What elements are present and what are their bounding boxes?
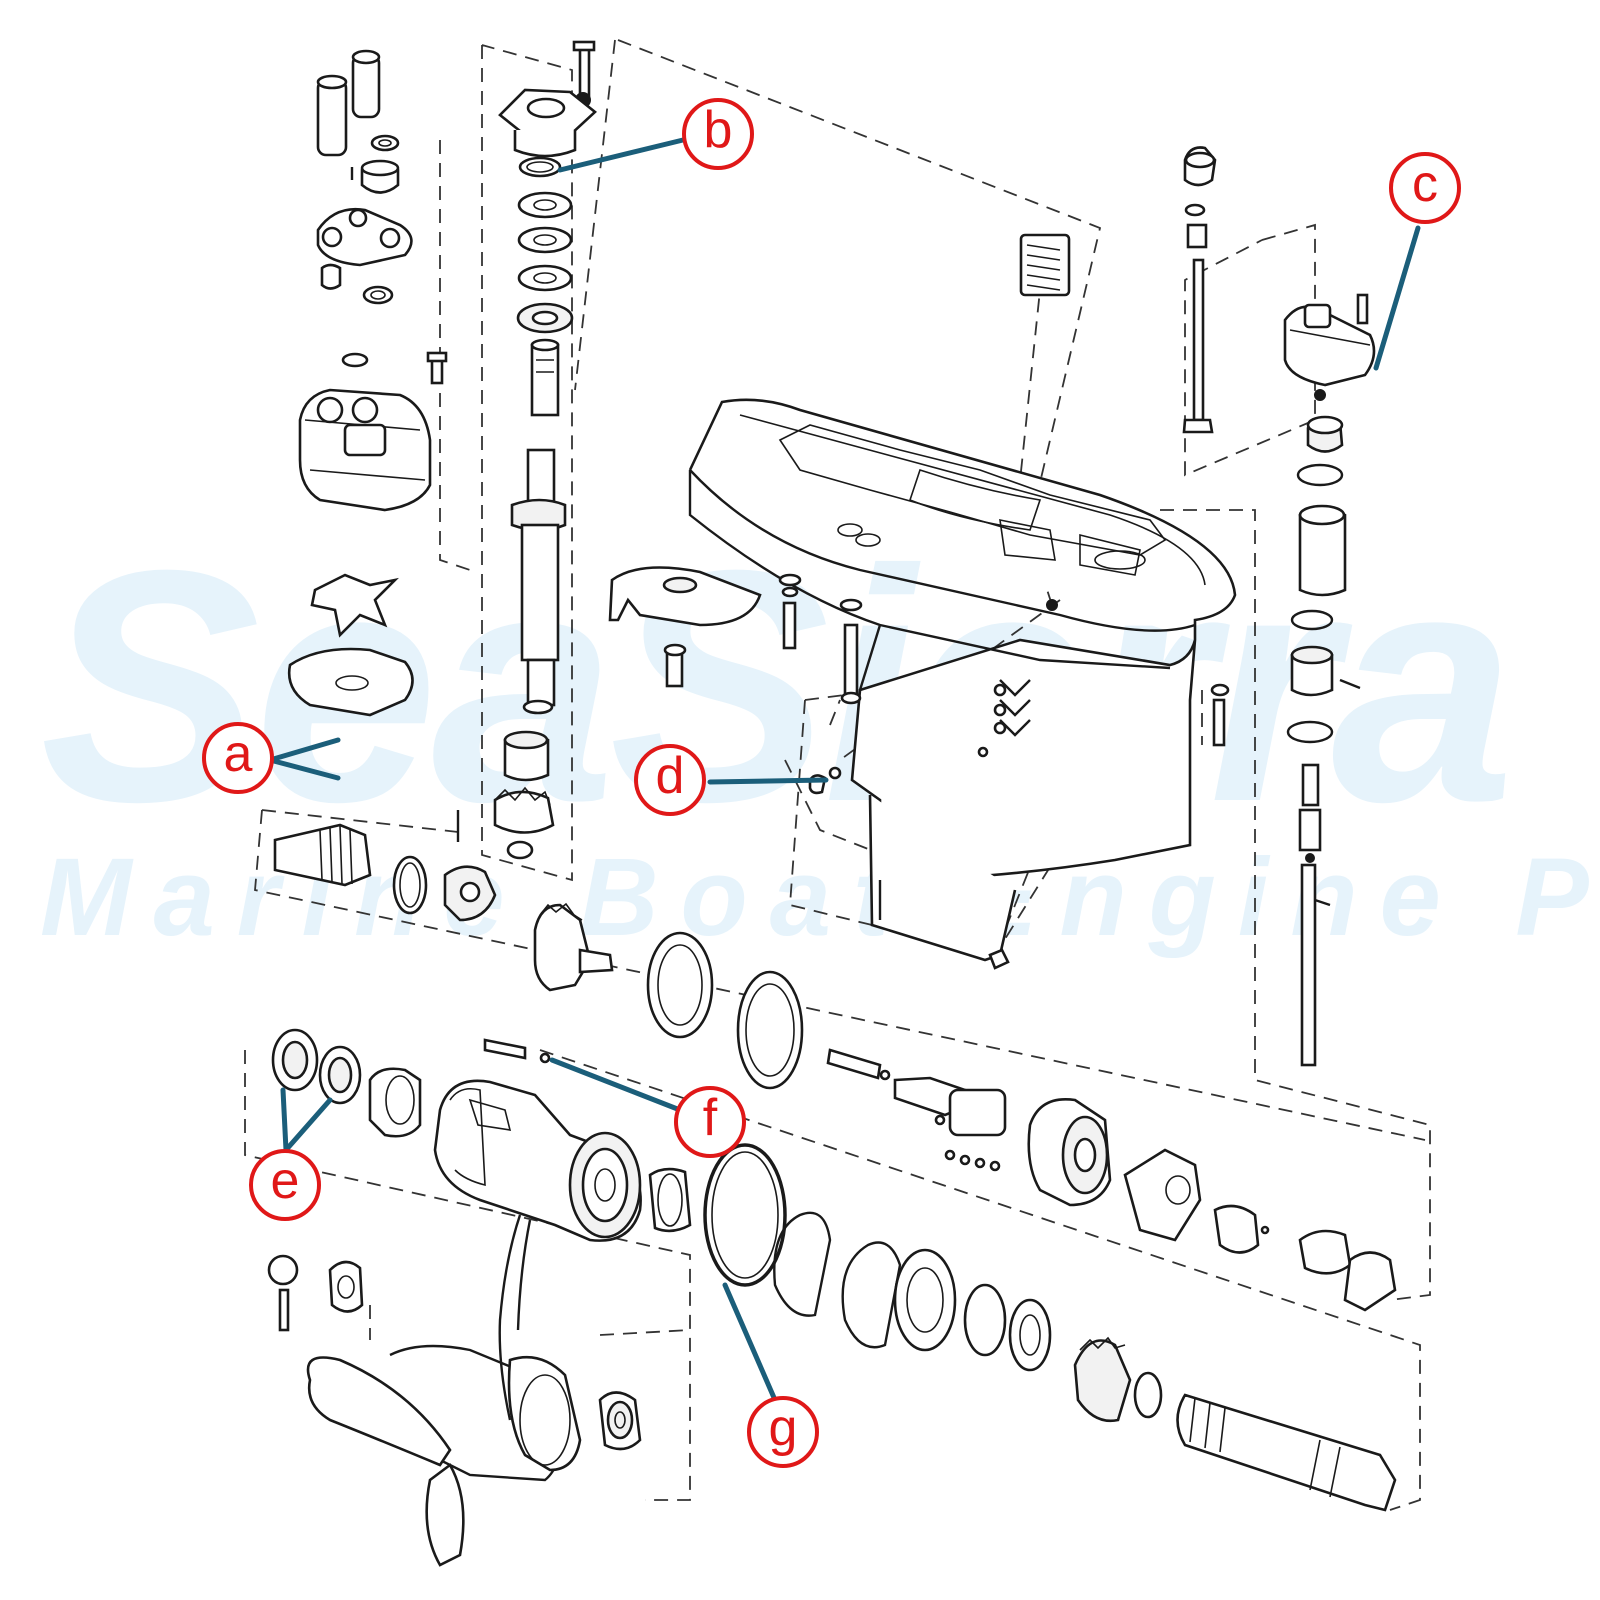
leader-lines [267,137,1421,1403]
callout-d: d [634,744,706,816]
callout-b: b [682,98,754,170]
callout-e-label: e [271,1152,300,1210]
trim-tab-and-bolts [608,233,1230,747]
callout-c: c [1389,152,1461,224]
callout-f: f [674,1086,746,1158]
callout-e: e [249,1149,321,1221]
callout-b-label: b [704,101,733,159]
pinion-gear-area [273,810,804,1090]
propeller [267,1214,642,1567]
callout-d-label: d [656,747,685,805]
shift-rod-assembly [1182,146,1376,1067]
seals-and-bearings [271,1028,422,1138]
retaining-rings [703,1143,1163,1423]
watermark-brand: SeaSierra [40,501,1509,870]
callout-g: g [747,1396,819,1468]
callout-f-label: f [703,1089,718,1147]
callout-c-label: c [1412,155,1438,213]
propeller-shaft-parts [826,1048,1397,1312]
propeller-shaft [1176,1393,1397,1512]
driveshaft-assembly [493,40,597,860]
callout-g-label: g [769,1399,798,1457]
callout-a-label: a [224,725,253,783]
callout-a: a [202,722,274,794]
bearing-carrier [433,1038,692,1242]
water-pump-assembly [287,49,448,717]
